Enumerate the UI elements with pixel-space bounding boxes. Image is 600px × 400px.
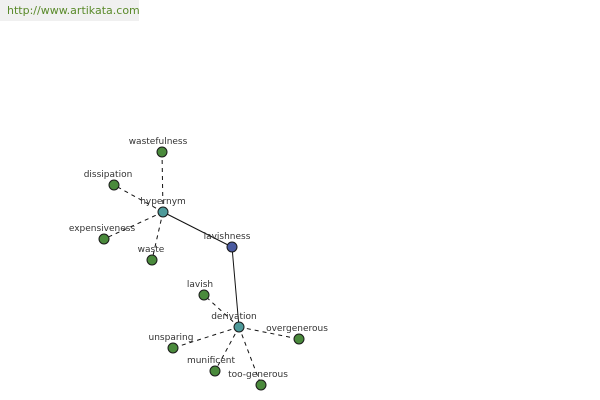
edge-hypernym-expensiveness xyxy=(103,211,164,240)
node-label-dissipation: dissipation xyxy=(84,170,133,180)
edge-derivation-overgenerous xyxy=(238,326,300,340)
edge-derivation-unsparing xyxy=(172,326,240,349)
site-url-link[interactable]: http://www.artikata.com xyxy=(0,0,140,21)
node-hypernym[interactable] xyxy=(157,206,169,218)
node-label-lavishness: lavishness xyxy=(204,232,251,242)
labels-layer: lavishness hypernym derivation wastefulness… xyxy=(69,137,328,380)
edge-derivation-lavish xyxy=(203,294,240,328)
node-label-hypernym: hypernym xyxy=(140,197,186,207)
node-label-too-generous: too-generous xyxy=(228,370,288,380)
node-derivation[interactable] xyxy=(233,321,245,333)
edge-hypernym-wastefulness xyxy=(161,151,164,213)
node-too-generous[interactable] xyxy=(255,379,267,391)
edge-derivation-too-generous xyxy=(238,326,262,386)
node-label-derivation: derivation xyxy=(211,312,257,322)
node-label-lavish: lavish xyxy=(187,280,213,290)
node-unsparing[interactable] xyxy=(167,342,179,354)
node-dissipation[interactable] xyxy=(108,179,120,191)
node-lavishness[interactable] xyxy=(226,241,238,253)
edge-derivation-munificent xyxy=(214,326,240,372)
node-overgenerous[interactable] xyxy=(293,333,305,345)
nodes-layer xyxy=(98,146,305,391)
node-label-munificent: munificent xyxy=(187,356,236,366)
node-label-unsparing: unsparing xyxy=(149,333,194,343)
edges-layer xyxy=(103,151,300,386)
node-expensiveness[interactable] xyxy=(98,233,110,245)
node-lavish[interactable] xyxy=(198,289,210,301)
edge-lavishness-hypernym xyxy=(162,211,233,248)
edge-lavishness-derivation xyxy=(231,246,240,328)
node-label-overgenerous: overgenerous xyxy=(266,324,328,334)
node-munificent[interactable] xyxy=(209,365,221,377)
edge-hypernym-waste xyxy=(151,211,164,261)
node-label-expensiveness: expensiveness xyxy=(69,224,136,234)
edge-hypernym-dissipation xyxy=(113,184,164,213)
node-waste[interactable] xyxy=(146,254,158,266)
node-label-waste: waste xyxy=(138,245,165,255)
node-label-wastefulness: wastefulness xyxy=(129,137,188,147)
node-wastefulness[interactable] xyxy=(156,146,168,158)
